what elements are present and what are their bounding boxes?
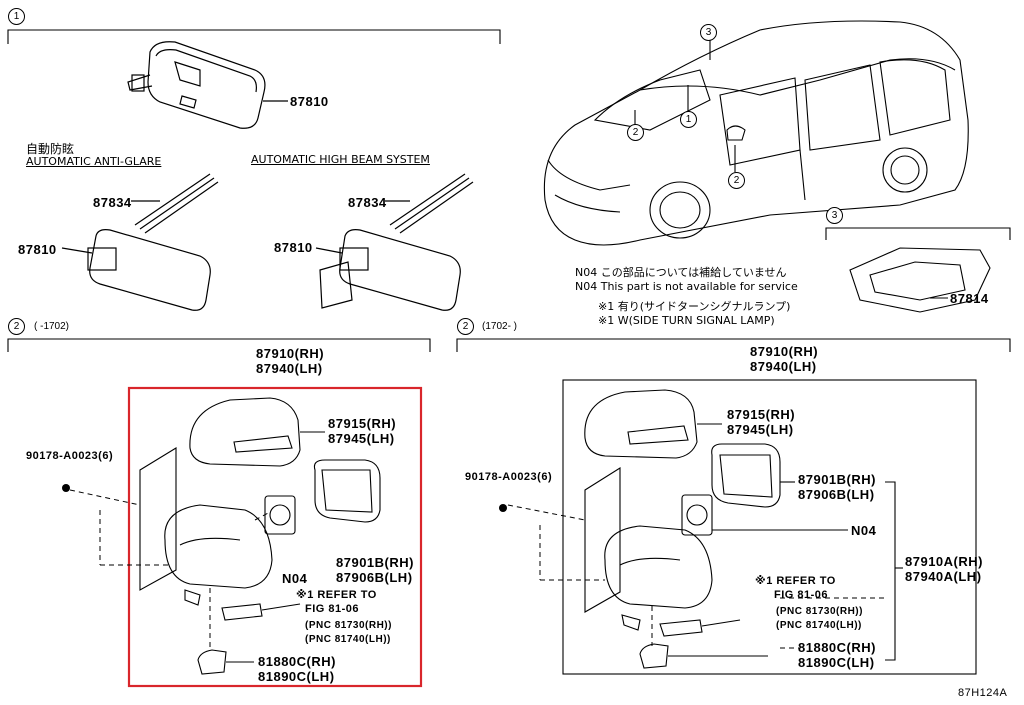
section-1-marker: 1 <box>8 8 25 25</box>
right-refer-fig: FIG 81-06 <box>774 589 829 601</box>
left-lamp-lh: 81890C(LH) <box>258 669 335 684</box>
right-n04: N04 <box>851 523 877 538</box>
right-cover-lh: 87945(LH) <box>727 422 794 437</box>
left-bolt-part-number: 90178-A0023(6) <box>26 450 114 462</box>
high-beam-label: AUTOMATIC HIGH BEAM SYSTEM <box>251 153 430 166</box>
note-w1-jp: ※1 有り(サイドターンシグナルランプ) <box>598 300 791 313</box>
note-n04-jp: N04 この部品については補給していません <box>575 266 787 279</box>
anti-glare-jp-label: 自動防眩 <box>26 142 75 156</box>
section-2-right-range: (1702- ) <box>482 321 518 332</box>
right-assy-a-lh: 87940A(LH) <box>905 569 982 584</box>
left-refer-to: ※1 REFER TO <box>296 589 377 601</box>
right-pnc-rh: (PNC 81730(RH)) <box>776 606 863 617</box>
vehicle-callout-1: 1 <box>680 111 697 128</box>
section-2-right-marker: 2 <box>457 318 474 335</box>
left-refer-fig: FIG 81-06 <box>305 603 360 615</box>
cover-part-number-right: 87834 <box>348 195 387 210</box>
left-pnc-lh: (PNC 81740(LH)) <box>305 634 391 645</box>
left-pnc-rh: (PNC 81730(RH)) <box>305 620 392 631</box>
left-n04: N04 <box>282 571 308 586</box>
left-assy-title-lh: 87940(LH) <box>256 361 323 376</box>
note-w1-en: ※1 W(SIDE TURN SIGNAL LAMP) <box>598 314 775 327</box>
rear-view-mirror-part-number: 87810 <box>290 94 329 109</box>
vehicle-callout-2-front: 2 <box>627 124 644 141</box>
right-refer-to: ※1 REFER TO <box>755 575 836 587</box>
right-cover-rh: 87915(RH) <box>727 407 796 422</box>
right-lamp-rh: 81880C(RH) <box>798 640 876 655</box>
left-glass-rh: 87901B(RH) <box>336 555 414 570</box>
section-2-left-range: ( -1702) <box>34 321 70 332</box>
right-bolt-part-number: 90178-A0023(6) <box>465 471 553 483</box>
right-lamp-lh: 81890C(LH) <box>798 655 875 670</box>
right-glass-rh: 87901B(RH) <box>798 472 876 487</box>
vehicle-callout-3: 3 <box>700 24 717 41</box>
left-cover-lh: 87945(LH) <box>328 431 395 446</box>
right-pnc-lh: (PNC 81740(LH)) <box>776 620 862 631</box>
right-glass-lh: 87906B(LH) <box>798 487 875 502</box>
note-n04-en: N04 This part is not available for servi… <box>575 280 798 293</box>
right-assy-title-lh: 87940(LH) <box>750 359 817 374</box>
section-3-marker: 3 <box>826 207 843 224</box>
left-lamp-rh: 81880C(RH) <box>258 654 336 669</box>
left-cover-rh: 87915(RH) <box>328 416 397 431</box>
right-assy-a-rh: 87910A(RH) <box>905 554 983 569</box>
section-2-left-marker: 2 <box>8 318 25 335</box>
vehicle-callout-2-side: 2 <box>728 172 745 189</box>
overhead-console-part-number: 87814 <box>950 291 989 306</box>
mirror-part-number-right: 87810 <box>274 240 313 255</box>
figure-id: 87H124A <box>958 687 1008 699</box>
mirror-part-number-left: 87810 <box>18 242 57 257</box>
cover-part-number-left: 87834 <box>93 195 132 210</box>
left-assy-title-rh: 87910(RH) <box>256 346 325 361</box>
anti-glare-label: AUTOMATIC ANTI-GLARE <box>26 155 162 168</box>
right-assy-title-rh: 87910(RH) <box>750 344 819 359</box>
left-glass-lh: 87906B(LH) <box>336 570 413 585</box>
